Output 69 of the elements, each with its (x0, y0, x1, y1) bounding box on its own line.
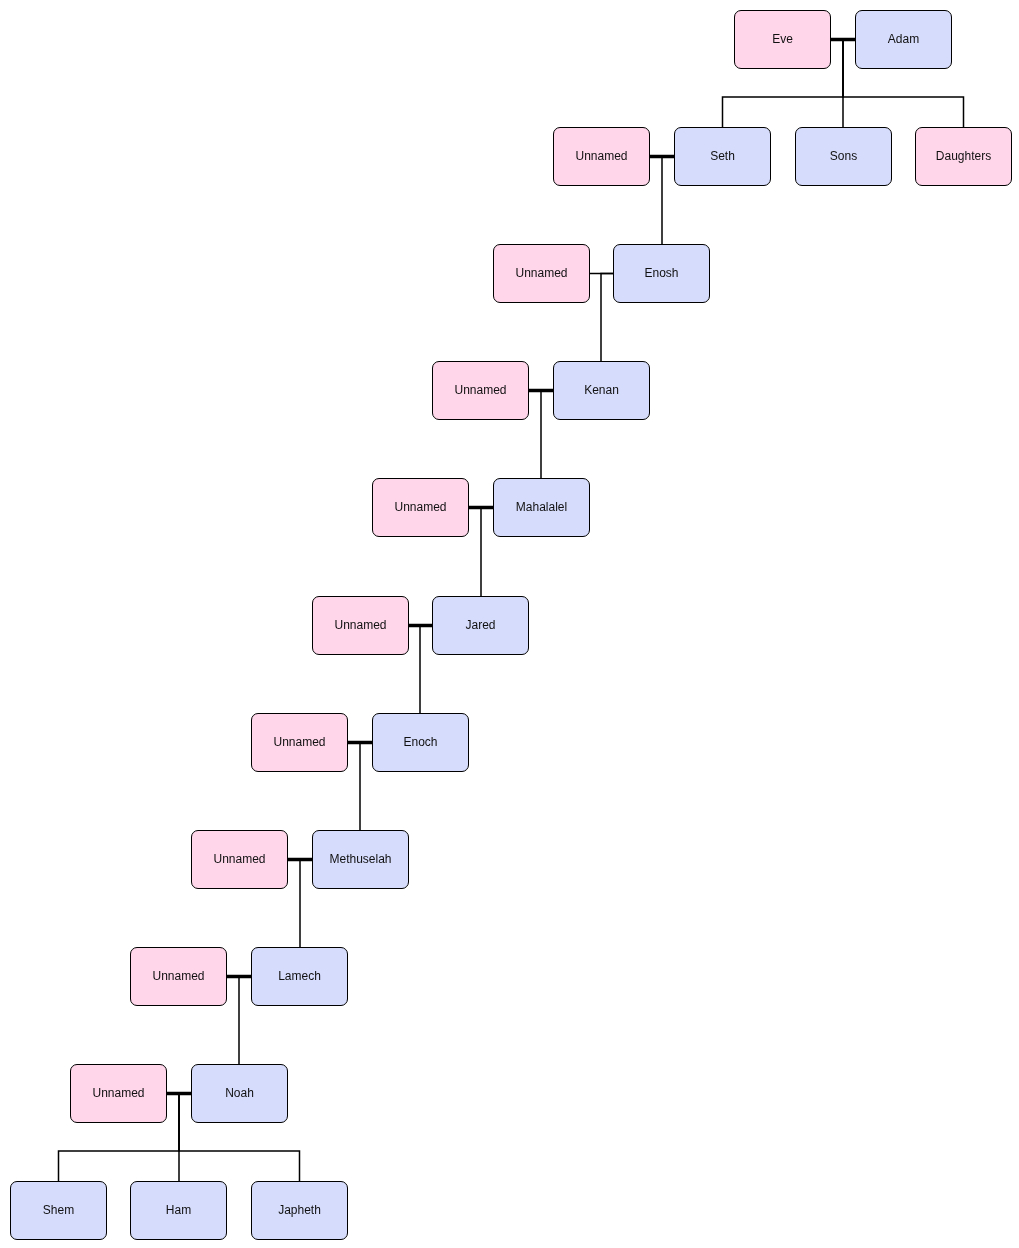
person-box (734, 10, 831, 69)
person-name: Ham (165, 1203, 192, 1218)
person-box (191, 830, 288, 889)
person-name: Unnamed (152, 969, 205, 984)
person-box (493, 244, 590, 303)
descent-line (299, 858, 313, 948)
person-box (855, 10, 952, 69)
person-box (613, 244, 710, 303)
person-name: Methuselah (329, 852, 392, 867)
person-name: Unnamed (213, 852, 266, 867)
person-box (130, 1181, 227, 1240)
person-name: Unnamed (575, 149, 628, 164)
person-name: Kenan (584, 383, 619, 398)
descent-line (419, 624, 433, 714)
person-box (191, 1064, 288, 1123)
person-name: Noah (225, 1086, 254, 1101)
marriage-line (288, 857, 312, 862)
person-box (251, 713, 348, 772)
person-box (553, 361, 650, 420)
marriage-line (469, 505, 493, 510)
person-name: Unnamed (454, 383, 507, 398)
person-name: Lamech (278, 969, 321, 984)
person-box (674, 127, 771, 186)
marriage-line (409, 623, 432, 628)
descent-line (600, 272, 614, 362)
marriage-line (529, 388, 553, 393)
person-name: Sons (829, 149, 858, 164)
person-name: Shem (42, 1203, 75, 1218)
person-box (372, 713, 469, 772)
person-name: Mahalalel (515, 500, 568, 515)
person-name: Unnamed (92, 1086, 145, 1101)
person-name: Unnamed (515, 266, 568, 281)
descent-line (540, 389, 554, 479)
person-box (553, 127, 650, 186)
marriage-line (348, 740, 372, 745)
descent-line (238, 975, 252, 1065)
person-name: Unnamed (394, 500, 447, 515)
person-box (432, 596, 529, 655)
person-box (372, 478, 469, 537)
person-name: Japheth (278, 1203, 321, 1218)
person-name: Jared (465, 618, 496, 633)
person-box (130, 947, 227, 1006)
descent-line (178, 1092, 301, 1182)
person-box (915, 127, 1012, 186)
person-name: Daughters (935, 149, 992, 164)
person-box (251, 1181, 348, 1240)
marriage-line (831, 37, 855, 42)
person-name: Enoch (403, 735, 438, 750)
person-box (312, 596, 409, 655)
descent-line (359, 741, 373, 831)
person-box (312, 830, 409, 889)
person-name: Adam (887, 32, 920, 47)
descent-line (842, 38, 965, 128)
person-name: Enosh (644, 266, 679, 281)
person-name: Unnamed (334, 618, 387, 633)
marriage-line (650, 154, 674, 159)
person-box (493, 478, 590, 537)
marriage-line (167, 1091, 191, 1096)
descent-line (480, 506, 494, 597)
person-box (251, 947, 348, 1006)
person-box (10, 1181, 107, 1240)
marriage-line (227, 974, 251, 979)
descent-line (661, 155, 675, 245)
person-name: Eve (772, 32, 793, 47)
person-box (70, 1064, 167, 1123)
person-name: Seth (710, 149, 735, 164)
person-name: Unnamed (273, 735, 326, 750)
person-box (795, 127, 892, 186)
person-box (432, 361, 529, 420)
